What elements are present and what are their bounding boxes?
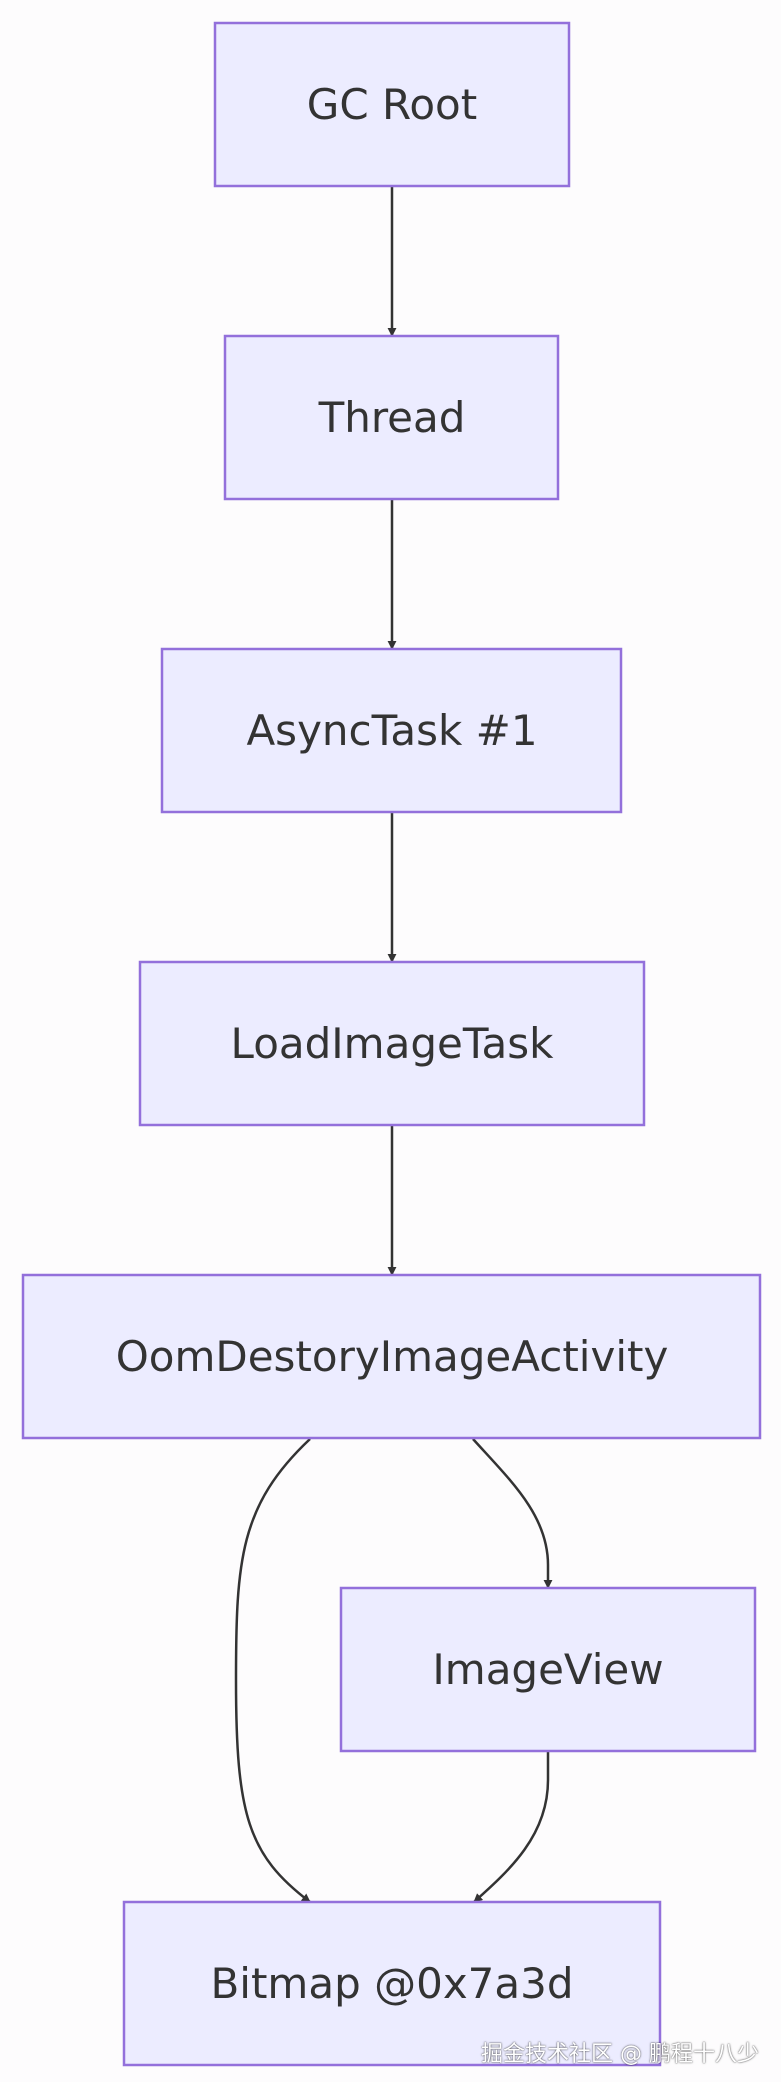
node-bitmap-label: Bitmap @0x7a3d [210,1959,573,2008]
node-imageview: ImageView [339,1586,757,1753]
node-loadimagetask-label: LoadImageTask [231,1019,555,1068]
node-thread-label: Thread [318,393,466,442]
node-imageview-label: ImageView [432,1645,663,1694]
edges [234,187,553,1903]
edge-imageview-to-bitmap [473,1752,550,1903]
edge-activity-to-bitmap [234,1438,311,1903]
node-asynctask-label: AsyncTask #1 [246,706,537,755]
node-activity: OomDestoryImageActivity [21,1273,762,1440]
node-gc-root-label: GC Root [307,80,477,129]
node-activity-label: OomDestoryImageActivity [116,1332,669,1381]
node-bitmap: Bitmap @0x7a3d [122,1900,662,2067]
node-thread: Thread [223,334,560,501]
node-loadimagetask: LoadImageTask [138,960,646,1127]
edge-activity-to-imageview [472,1438,553,1589]
node-gc-root: GC Root [213,21,571,188]
watermark: 掘金技术社区 @ 鹏程十八少 [481,2042,759,2067]
node-asynctask: AsyncTask #1 [160,647,623,814]
